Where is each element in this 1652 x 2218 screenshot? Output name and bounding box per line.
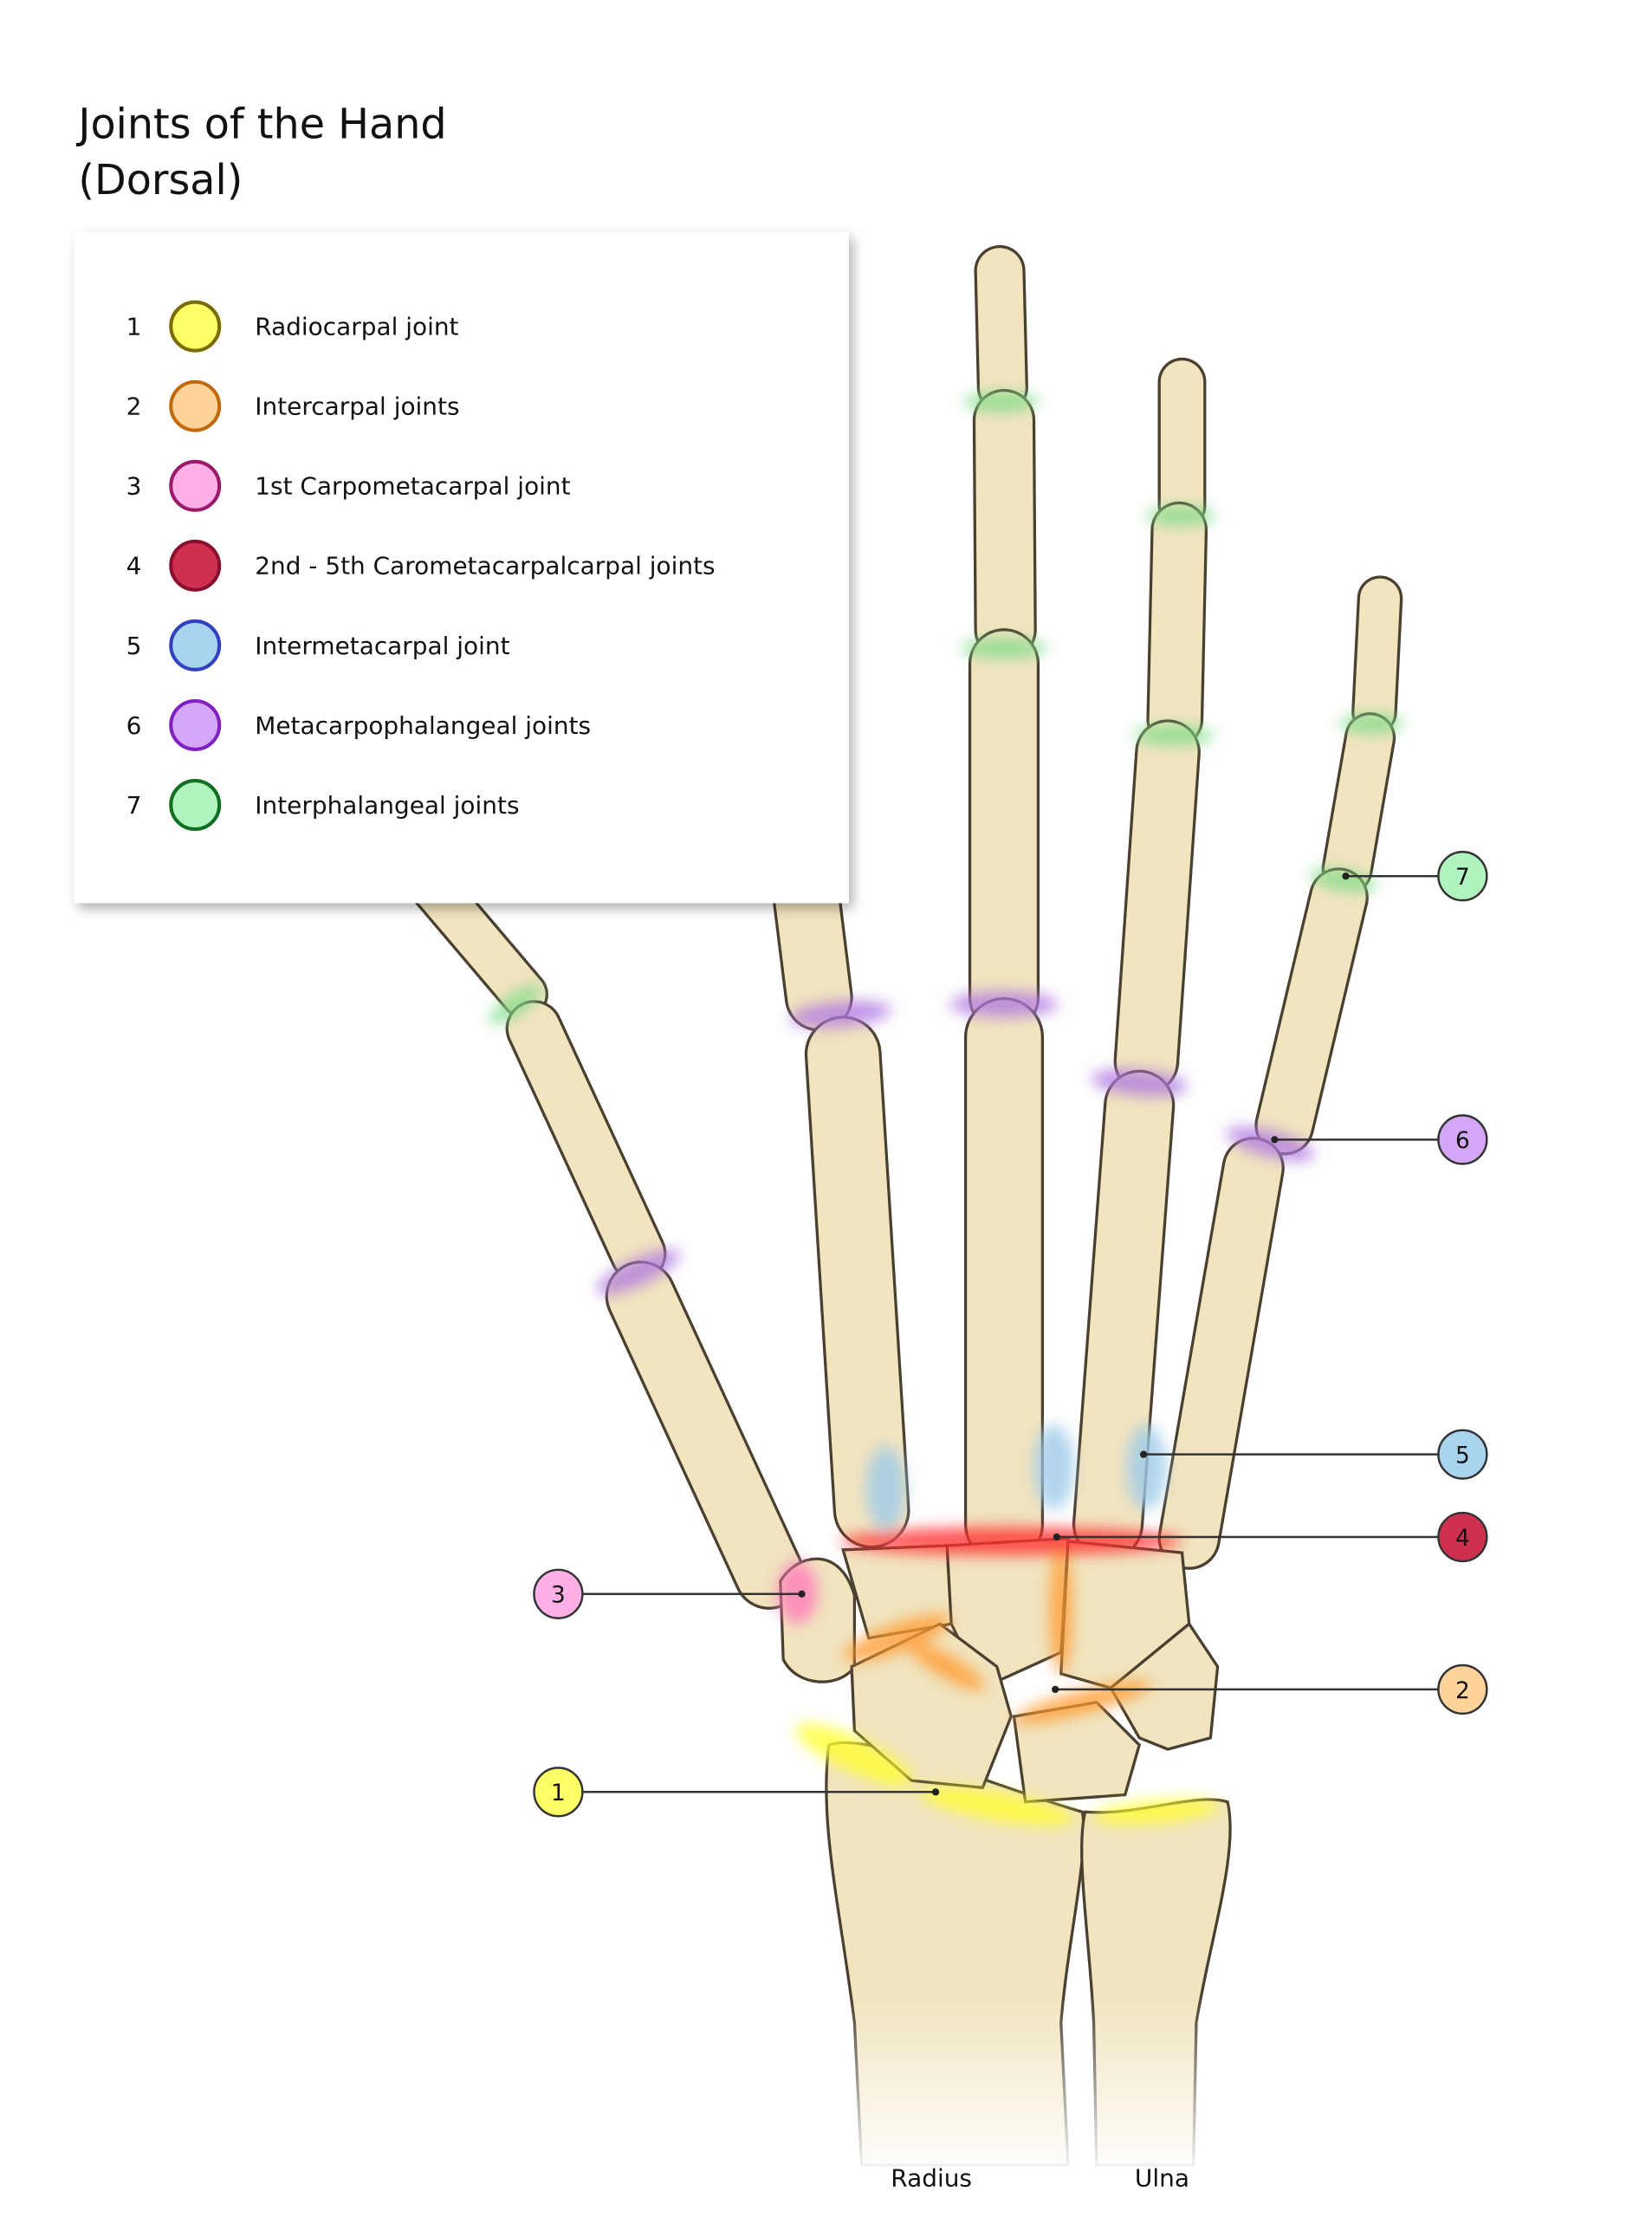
joint-highlight — [788, 1001, 891, 1028]
joint-highlight — [1339, 713, 1403, 734]
legend-number: 4 — [126, 552, 142, 580]
callout-number: 5 — [1455, 1443, 1470, 1469]
joint-highlight — [843, 1614, 951, 1663]
callout-number: 1 — [551, 1780, 566, 1806]
legend-swatch-icon — [169, 379, 222, 432]
label-radius: Radius — [891, 2164, 972, 2193]
callout-number: 3 — [551, 1583, 566, 1609]
legend-label: Intermetacarpal joint — [255, 632, 509, 660]
legend-box: 1 Radiocarpal joint 2 Intercarpal joints 3 1s… — [74, 232, 849, 904]
bone — [807, 1018, 908, 1546]
joint-highlight — [777, 1560, 818, 1625]
label-ulna: Ulna — [1135, 2164, 1189, 2193]
diagram-subtitle: (Dorsal) — [78, 157, 243, 204]
joint-highlight — [795, 1723, 913, 1787]
callout-marker — [1437, 1511, 1488, 1563]
joint-highlight — [1092, 1799, 1221, 1825]
bone — [508, 1002, 664, 1280]
legend-swatch-icon — [169, 459, 222, 512]
callout-number: 4 — [1455, 1526, 1470, 1552]
diagram-title: Joints of the Hand — [75, 101, 446, 149]
legend-swatch-icon — [169, 300, 222, 353]
legend-label: 1st Carpometacarpal joint — [255, 472, 570, 501]
joint-highlight — [1133, 724, 1214, 745]
joint-highlight — [1091, 1069, 1188, 1097]
callout-marker — [1437, 1664, 1488, 1715]
callouts: 7 6 5 4 2 3 1 — [533, 851, 1488, 1818]
bone — [607, 1263, 802, 1607]
leader-dot — [931, 1788, 940, 1796]
legend-swatch-icon — [169, 698, 222, 751]
joint-highlight — [839, 1527, 1182, 1556]
bone — [1116, 722, 1198, 1092]
bone — [1354, 578, 1401, 733]
legend-label: Interphalangeal joints — [255, 791, 519, 820]
callout-marker — [1437, 1429, 1488, 1480]
legend-number: 7 — [126, 791, 142, 820]
leader-dot — [1271, 1136, 1279, 1144]
joint-highlight — [963, 392, 1039, 412]
legend-label: Radiocarpal joint — [255, 313, 458, 341]
callout-marker — [1437, 851, 1488, 902]
callout-marker — [1437, 1114, 1488, 1165]
legend-label: Metacarpophalangeal joints — [255, 711, 591, 740]
legend-label: Intercarpal joints — [255, 392, 459, 421]
joint-highlights — [489, 392, 1403, 1826]
bone — [1075, 1073, 1172, 1558]
leader-dot — [798, 1590, 806, 1598]
bone — [1149, 504, 1205, 745]
joint-highlight — [949, 991, 1059, 1017]
legend-number: 5 — [126, 632, 142, 660]
bone — [1324, 715, 1393, 892]
legend-swatch-icon — [169, 779, 222, 832]
joint-highlight — [596, 1249, 680, 1295]
callout-marker — [533, 1568, 584, 1619]
leader-dot — [1053, 1533, 1060, 1541]
joint-highlight — [1033, 1424, 1074, 1510]
callout-number: 2 — [1455, 1678, 1470, 1704]
legend-number: 2 — [126, 392, 142, 421]
leader-dot — [1139, 1450, 1148, 1458]
joint-highlight — [1013, 1680, 1151, 1724]
legend-number: 6 — [126, 711, 142, 740]
bone — [1257, 870, 1366, 1153]
legend-number: 3 — [126, 472, 142, 501]
fade-overlay — [797, 1994, 1282, 2180]
joint-highlight — [1226, 1126, 1315, 1162]
joint-highlight — [919, 1787, 1074, 1826]
legend-swatch-icon — [169, 539, 222, 592]
legend-label: 2nd - 5th Carometacarpalcarpal joints — [255, 552, 715, 580]
carpal-bone — [850, 1622, 1013, 1790]
carpal-bone — [1109, 1621, 1220, 1751]
leader-dot — [1052, 1685, 1059, 1694]
callout-number: 7 — [1455, 865, 1470, 891]
joint-highlight — [865, 1445, 906, 1532]
joint-highlight — [489, 984, 542, 1024]
joint-highlight — [910, 1643, 985, 1690]
legend-swatch-icon — [169, 619, 222, 671]
joint-highlight — [1126, 1424, 1167, 1510]
joint-highlight — [1146, 505, 1215, 526]
bone — [1160, 1139, 1282, 1567]
joint-highlight — [1049, 1545, 1072, 1674]
joint-highlight — [961, 638, 1047, 658]
legend-number: 1 — [126, 313, 142, 341]
leader-dot — [1342, 872, 1350, 880]
joint-highlight — [1309, 868, 1377, 892]
bone — [975, 392, 1034, 658]
callout-marker — [533, 1767, 584, 1818]
callout-number: 6 — [1455, 1128, 1470, 1154]
bone — [976, 248, 1026, 411]
